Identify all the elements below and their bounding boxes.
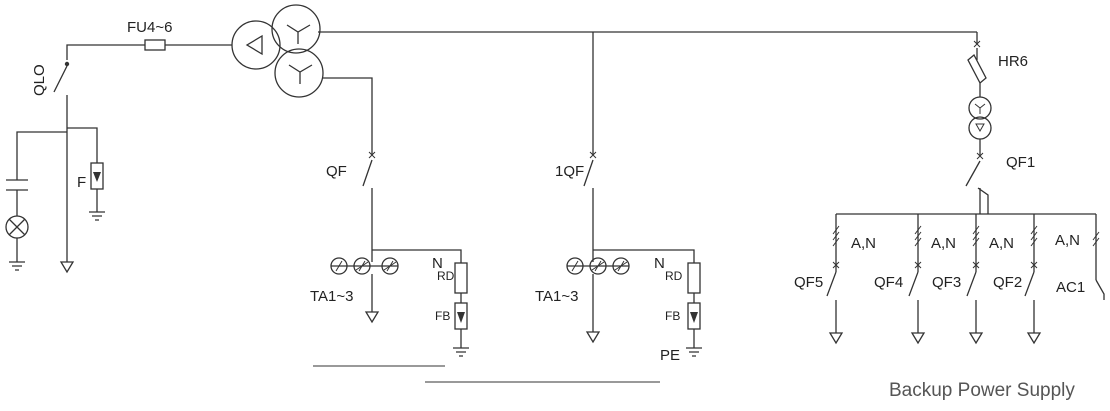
wye-winding-icon xyxy=(286,24,311,44)
label-an-1: A,N xyxy=(851,235,876,252)
fuse-rd-left xyxy=(454,262,468,294)
label-qf5: QF5 xyxy=(794,274,823,291)
label-an-4: A,N xyxy=(1055,232,1080,249)
isolation-transformer-bottom xyxy=(968,116,992,140)
label-qf3: QF3 xyxy=(932,274,961,291)
qf3-switch-blade xyxy=(966,271,977,297)
wye-winding-icon xyxy=(974,103,986,114)
label-qf1: QF1 xyxy=(1006,154,1035,171)
ground-symbol-fb-left xyxy=(453,347,469,357)
feeder-1qf: 1QF TA1~3 N RD FB PE xyxy=(535,32,702,364)
ground-symbol-fb-mid xyxy=(686,347,702,357)
qf5-switch-blade xyxy=(826,271,837,297)
qf-switch-blade xyxy=(362,159,373,187)
transformer xyxy=(231,4,324,98)
label-hr6: HR6 xyxy=(998,53,1028,70)
current-transformer-ta-left xyxy=(330,257,399,275)
caption-backup-power-supply: Backup Power Supply xyxy=(889,380,1075,401)
incoming-feeder: FU4~6 QLO F xyxy=(5,19,232,274)
ground-arrow-qf5 xyxy=(828,332,844,345)
ac1-switch-blade xyxy=(1095,279,1105,300)
fuse-hr6 xyxy=(967,53,987,85)
label-an-3: A,N xyxy=(989,235,1014,252)
label-rd-mid: RD xyxy=(665,269,683,283)
ground-arrow-qf4 xyxy=(910,332,926,345)
ground-arrow-qf3 xyxy=(968,332,984,345)
ground-arrow-1qf xyxy=(585,331,601,344)
fuse-fu4-6 xyxy=(144,39,166,51)
qf1-switch-blade xyxy=(965,160,981,187)
wye-winding-icon xyxy=(288,64,313,84)
qlo-switch-blade xyxy=(53,65,68,93)
current-transformer-ta-mid xyxy=(566,257,630,275)
delta-winding-icon xyxy=(975,123,985,133)
backup-feeder: HR6 QF1 A,N A,N A,N A,N QF5 QF4 QF3 QF2 … xyxy=(794,32,1105,345)
label-1qf: 1QF xyxy=(555,163,584,180)
qf4-switch-blade xyxy=(908,271,919,297)
label-n-left: N xyxy=(432,255,443,272)
1qf-switch-blade xyxy=(583,159,594,187)
label-qf4: QF4 xyxy=(874,274,903,291)
ground-arrow-qf2 xyxy=(1026,332,1042,345)
isolation-transformer-top xyxy=(968,96,992,120)
label-ta-left: TA1~3 xyxy=(310,288,354,305)
label-fb-left: FB xyxy=(435,309,450,323)
label-ta-mid: TA1~3 xyxy=(535,288,579,305)
qlo-contact xyxy=(64,61,70,67)
label-rd-left: RD xyxy=(437,269,455,283)
ground-arrow-qf xyxy=(364,311,380,324)
label-fb-mid: FB xyxy=(665,309,680,323)
label-ac1: AC1 xyxy=(1056,279,1085,296)
ground-symbol-f xyxy=(89,211,105,221)
label-qlo: QLO xyxy=(31,64,48,96)
ground-symbol-lamp xyxy=(9,261,25,271)
label-pe: PE xyxy=(660,347,680,364)
label-qf2: QF2 xyxy=(993,274,1022,291)
delta-winding-icon xyxy=(245,34,263,56)
qf2-switch-blade xyxy=(1024,271,1035,297)
label-an-2: A,N xyxy=(931,235,956,252)
capacitor xyxy=(6,179,28,191)
feeder-qf: QF TA1~3 N RD FB xyxy=(310,77,469,357)
ground-arrow-left xyxy=(59,261,75,274)
label-n-mid: N xyxy=(654,255,665,272)
fuse-rd-mid xyxy=(687,262,701,294)
label-fu4-6: FU4~6 xyxy=(127,19,172,36)
label-f: F xyxy=(77,174,86,191)
label-qf: QF xyxy=(326,163,347,180)
